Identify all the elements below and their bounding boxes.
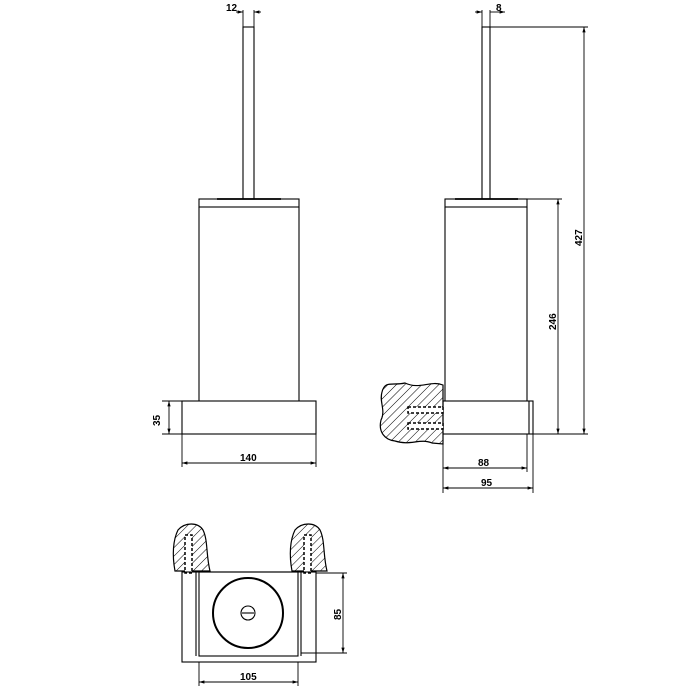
dim-ext-lines xyxy=(162,400,182,435)
cup-lid xyxy=(444,198,528,208)
dim-label-8: 8 xyxy=(496,3,502,14)
side-view: 8 427 246 88 95 xyxy=(379,3,588,493)
dim-label-12: 12 xyxy=(226,3,238,14)
dim-label-85: 85 xyxy=(333,608,344,620)
brush-handle xyxy=(242,26,255,200)
dim-label-105: 105 xyxy=(240,672,257,683)
wall-anchor xyxy=(407,406,444,414)
brush-handle xyxy=(481,26,491,200)
handle-circle xyxy=(240,605,256,621)
cup-body xyxy=(198,207,300,401)
dim-ext-lines xyxy=(490,26,588,435)
dim-ext-lines xyxy=(481,10,491,27)
cup-lid xyxy=(198,198,300,208)
dim-label-140: 140 xyxy=(240,453,257,464)
dim-label-35: 35 xyxy=(152,414,163,426)
cup-body xyxy=(444,207,528,401)
wall-anchor xyxy=(184,534,193,574)
dim-label-246: 246 xyxy=(548,313,559,330)
wall-anchor xyxy=(303,534,312,574)
dim-ext-lines xyxy=(442,434,534,493)
dim-label-427: 427 xyxy=(574,229,585,246)
dim-ext-lines xyxy=(242,10,255,27)
wall-anchor xyxy=(407,422,444,430)
lid-circle xyxy=(212,577,284,649)
top-view: 85 105 xyxy=(172,523,347,686)
front-view: 12 35 140 xyxy=(152,3,317,467)
dim-label-88: 88 xyxy=(478,458,490,469)
cup-outline xyxy=(198,571,299,657)
base-bracket xyxy=(442,400,534,435)
dim-label-95: 95 xyxy=(481,478,493,489)
base-plate xyxy=(181,400,317,435)
